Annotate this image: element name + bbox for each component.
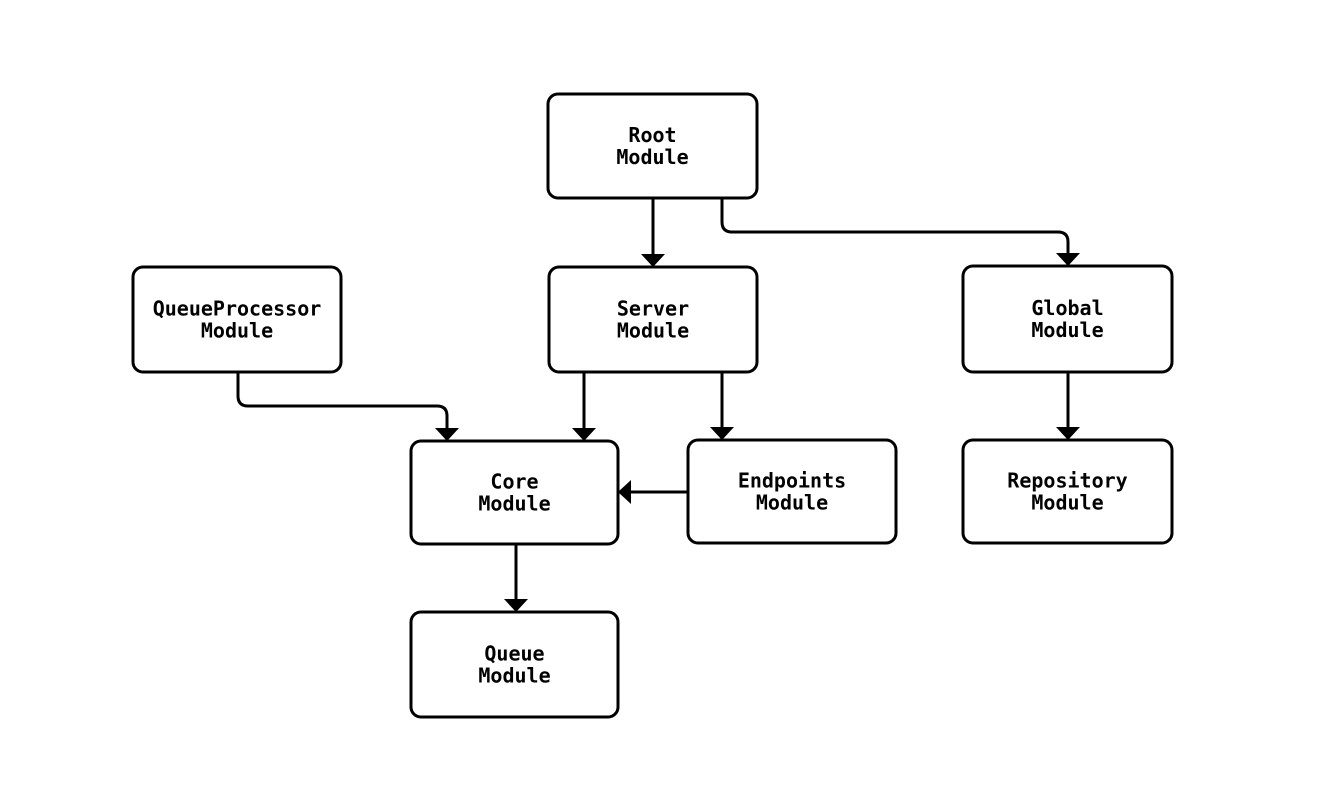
server-module-box xyxy=(547,265,759,374)
edge-queueprocessor-to-core xyxy=(236,372,459,441)
queue-module-label-line1: Queue xyxy=(484,642,544,666)
core-module-box xyxy=(409,439,620,546)
edge-root-to-global xyxy=(720,198,1080,266)
root-module-label-line1: Root xyxy=(628,123,676,147)
queueprocessor-module-label-line1: QueueProcessor xyxy=(153,297,322,321)
global-module-label-line1: Global xyxy=(1031,296,1103,320)
queue-module-label-line2: Module xyxy=(478,664,550,688)
global-module-box xyxy=(961,264,1174,374)
server-module-label-line1: Server xyxy=(617,297,689,321)
queueprocessor-module-label-line2: Module xyxy=(201,319,273,343)
repository-module-box xyxy=(961,438,1174,545)
queueprocessor-module-box xyxy=(131,265,343,374)
endpoints-module-box xyxy=(686,438,898,545)
root-module-box xyxy=(546,92,759,200)
nodes-layer: RootModuleQueueProcessorModuleServerModu… xyxy=(131,92,1174,719)
repository-module-label-line1: Repository xyxy=(1007,469,1127,493)
global-module-label-line2: Module xyxy=(1031,318,1103,342)
root-module-label-line2: Module xyxy=(616,145,688,169)
core-module-label-line2: Module xyxy=(478,492,550,516)
endpoints-module-label-line1: Endpoints xyxy=(738,469,846,493)
queue-module-box xyxy=(409,610,620,719)
server-module-label-line2: Module xyxy=(617,319,689,343)
edges-layer xyxy=(236,198,1080,612)
endpoints-module-label-line2: Module xyxy=(756,491,828,515)
core-module-label-line1: Core xyxy=(490,470,538,494)
repository-module-label-line2: Module xyxy=(1031,491,1103,515)
